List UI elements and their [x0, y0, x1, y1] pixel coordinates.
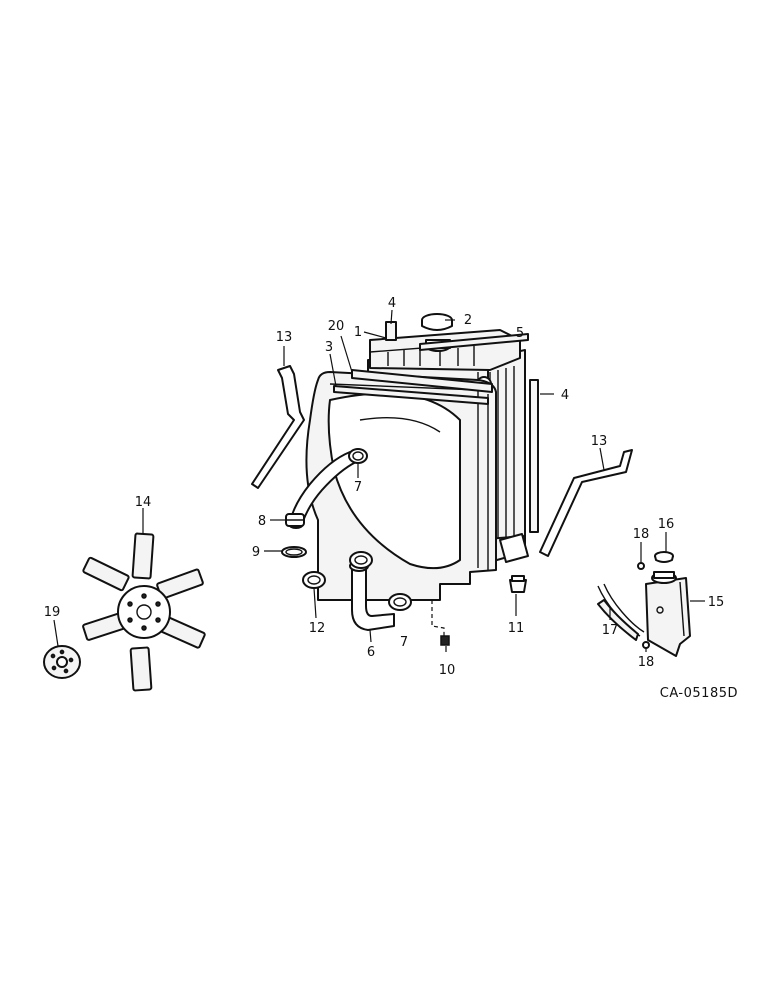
support-rod-left [251, 365, 305, 489]
callout-8: 8 [258, 514, 266, 529]
callout-14: 14 [135, 495, 152, 510]
callouts: 1 2 3 4 4 5 6 7 7 8 9 10 11 12 13 13 14 … [44, 296, 725, 678]
fan-shroud [305, 371, 497, 601]
callout-10: 10 [439, 663, 456, 678]
leader-lines [53, 309, 705, 652]
callout-9: 9 [252, 545, 260, 560]
support-rod-right [539, 449, 633, 557]
lower-hose-clamp-upper [349, 551, 373, 569]
callout-13-right: 13 [591, 434, 608, 449]
callout-18-lower: 18 [638, 655, 655, 670]
top-seal-strip [419, 333, 529, 351]
callout-19: 19 [44, 605, 61, 620]
callout-12: 12 [309, 621, 326, 636]
callout-2: 2 [464, 313, 472, 328]
lower-hose-clamp [388, 593, 412, 611]
hose-clip-upper [637, 562, 645, 570]
shroud-top-seal [333, 385, 489, 405]
fan-spacer [43, 645, 81, 679]
side-seal-strip [529, 379, 539, 533]
callout-7-lower: 7 [400, 635, 408, 650]
callout-4-top: 4 [388, 296, 396, 311]
callout-1: 1 [354, 325, 362, 340]
hose-clip-lower [642, 641, 650, 649]
overflow-hose [597, 583, 645, 641]
recovery-tank-cap [654, 551, 674, 563]
callout-17: 17 [602, 623, 619, 638]
callout-3: 3 [325, 340, 333, 355]
callout-18-upper: 18 [633, 527, 650, 542]
callout-7-upper: 7 [354, 480, 362, 495]
callout-5: 5 [516, 326, 524, 341]
drain-cock [431, 600, 450, 646]
reference-code: CA-05185D [660, 686, 738, 701]
shroud-seal [351, 369, 493, 393]
fan [82, 532, 206, 692]
callout-16: 16 [658, 517, 675, 532]
clamp-9 [281, 546, 307, 558]
callout-11: 11 [508, 621, 525, 636]
drain-plug [509, 575, 527, 593]
radiator-cap [421, 313, 453, 331]
upper-hose-clamp [348, 448, 368, 464]
coolant-recovery-tank [645, 571, 691, 657]
callout-13-left: 13 [276, 330, 293, 345]
callout-20: 20 [328, 319, 345, 334]
hose-adapter [285, 513, 305, 527]
callout-15: 15 [708, 595, 725, 610]
callout-4-right: 4 [561, 388, 569, 403]
clamp-12 [302, 571, 326, 589]
callout-6: 6 [367, 645, 375, 660]
